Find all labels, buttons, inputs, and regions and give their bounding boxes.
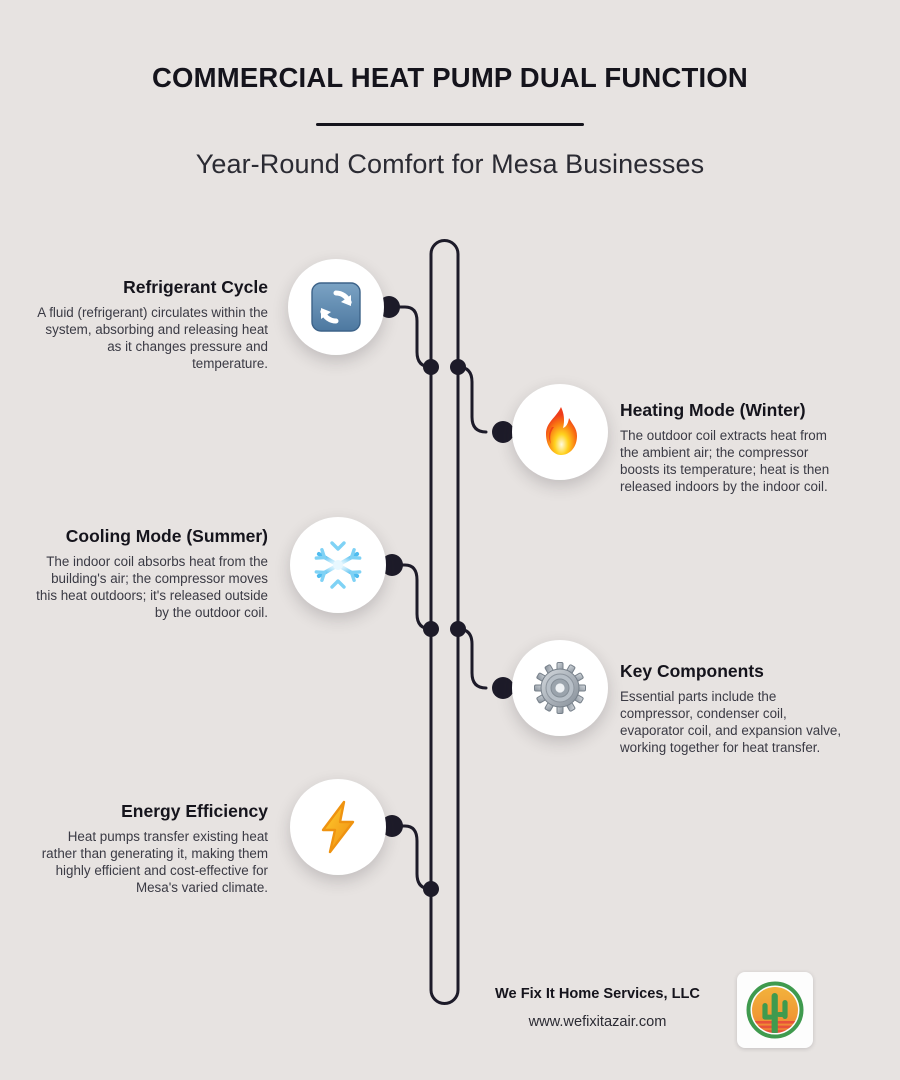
step-title: Refrigerant Cycle <box>123 277 268 297</box>
branch-refrigerant <box>387 305 433 369</box>
cactus-sun-logo-icon <box>746 981 804 1039</box>
title-divider <box>316 123 584 126</box>
header: COMMERCIAL HEAT PUMP DUAL FUNCTION Year-… <box>0 0 900 180</box>
footer-company-name: We Fix It Home Services, LLC <box>495 986 700 1002</box>
page-subtitle: Year-Round Comfort for Mesa Businesses <box>195 149 705 179</box>
step-block-cooling-mode: Cooling Mode (Summer) The indoor coil ab… <box>34 526 268 622</box>
node-dot-components <box>492 677 514 699</box>
step-body: The indoor coil absorbs heat from the bu… <box>36 554 268 620</box>
step-block-refrigerant-cycle: Refrigerant Cycle A fluid (refrigerant) … <box>34 277 268 373</box>
icon-bubble-cooling-mode[interactable] <box>290 517 386 613</box>
icon-bubble-heating-mode[interactable] <box>512 384 608 480</box>
step-title: Key Components <box>620 661 764 681</box>
snowflake-icon <box>312 539 364 591</box>
step-block-heating-mode: Heating Mode (Winter) The outdoor coil e… <box>620 400 842 496</box>
footer-website-url[interactable]: www.wefixitazair.com <box>528 1014 667 1030</box>
lightning-bolt-icon <box>317 800 359 854</box>
step-block-key-components: Key Components Essential parts include t… <box>620 661 842 757</box>
icon-bubble-key-components[interactable] <box>512 640 608 736</box>
step-body: Essential parts include the compressor, … <box>620 689 842 755</box>
refresh-cycle-icon <box>310 281 362 333</box>
rail-dot-1 <box>423 359 439 375</box>
page-title: COMMERCIAL HEAT PUMP DUAL FUNCTION <box>151 62 748 93</box>
company-logo <box>737 972 813 1048</box>
node-dot-heating <box>492 421 514 443</box>
branch-cooling <box>390 563 433 631</box>
gear-icon <box>533 661 587 715</box>
step-body: The outdoor coil extracts heat from the … <box>620 428 830 494</box>
step-title: Energy Efficiency <box>121 801 268 821</box>
step-block-energy-efficiency: Energy Efficiency Heat pumps transfer ex… <box>34 801 268 897</box>
main-loop-path <box>429 239 460 1005</box>
icon-bubble-energy-efficiency[interactable] <box>290 779 386 875</box>
rail-dot-2 <box>450 359 466 375</box>
flame-icon <box>536 405 584 459</box>
rail-dot-4 <box>450 621 466 637</box>
step-body: Heat pumps transfer existing heat rather… <box>41 829 268 895</box>
branch-efficiency <box>390 824 433 891</box>
rail-dot-3 <box>423 621 439 637</box>
step-title: Heating Mode (Winter) <box>620 400 806 420</box>
branch-components <box>456 627 488 690</box>
step-title: Cooling Mode (Summer) <box>65 526 268 546</box>
rail-dot-5 <box>423 881 439 897</box>
step-body: A fluid (refrigerant) circulates within … <box>37 305 268 371</box>
branch-heating <box>456 365 488 434</box>
icon-bubble-refrigerant-cycle[interactable] <box>288 259 384 355</box>
